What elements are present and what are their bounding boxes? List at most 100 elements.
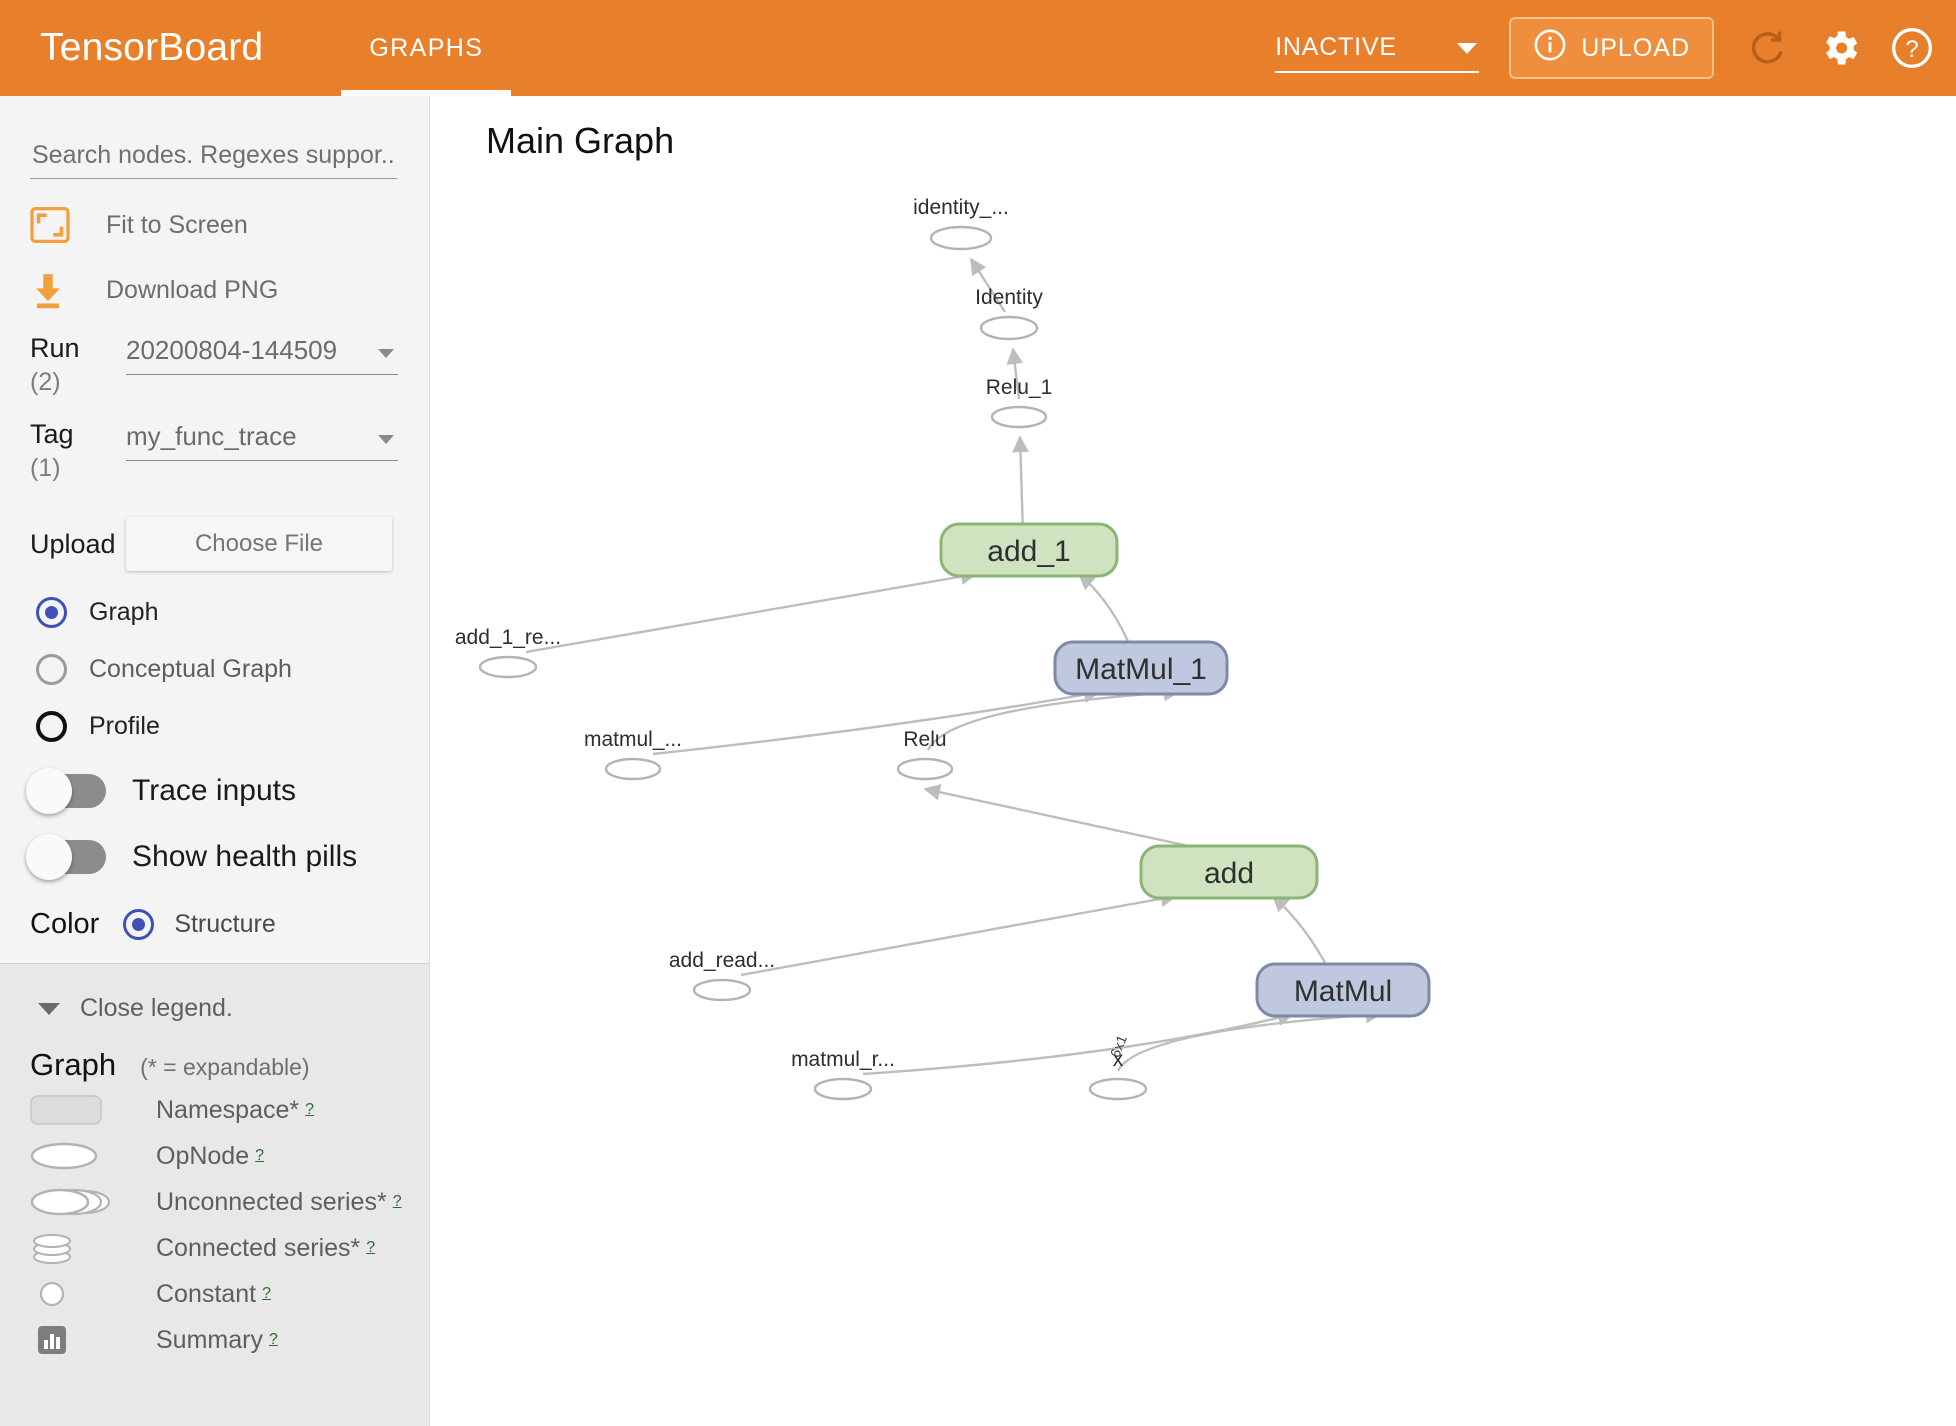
graph-box-nodes[interactable]: add_1 MatMul_1 add MatMul: [939, 522, 1431, 1018]
help-link[interactable]: ?: [392, 1193, 402, 1210]
help-link[interactable]: ?: [262, 1285, 271, 1302]
toggle-show-health-pills-switch[interactable]: [26, 834, 106, 880]
node-label: add: [1204, 857, 1254, 890]
fit-to-screen-icon: [30, 207, 84, 243]
edge-add-to-relu: [923, 783, 1222, 855]
node-add-1[interactable]: add_1: [939, 522, 1119, 578]
node-add-read[interactable]: add_read...: [669, 949, 775, 1002]
node-label: Relu: [903, 728, 946, 751]
node-identity-1[interactable]: identity_...: [913, 196, 1009, 251]
tag-value: my_func_trace: [126, 421, 297, 451]
node-relu-1[interactable]: Relu_1: [986, 376, 1053, 429]
fit-to-screen-label: Fit to Screen: [106, 210, 248, 239]
refresh-icon[interactable]: [1740, 20, 1796, 76]
constant-swatch-icon: [30, 1279, 124, 1309]
node-label: add_read...: [669, 949, 775, 972]
node-label: identity_...: [913, 196, 1009, 219]
radio-conceptual-graph[interactable]: Conceptual Graph: [36, 654, 429, 685]
radio-graph-label: Graph: [89, 598, 159, 626]
download-icon: [30, 271, 84, 309]
upload-button[interactable]: UPLOAD: [1509, 17, 1714, 79]
node-label: MatMul_1: [1075, 653, 1207, 686]
graph-svg[interactable]: identity_... Identity Relu_1 add_1_re...…: [431, 96, 1956, 1426]
close-legend-button[interactable]: Close legend.: [38, 994, 429, 1023]
chevron-down-icon: [38, 1002, 60, 1015]
run-status-value: INACTIVE: [1275, 32, 1397, 61]
node-x[interactable]: x: [1088, 1048, 1148, 1101]
edge-x-to-matmul: [1116, 1006, 1383, 1072]
node-label: add_1_re...: [455, 626, 561, 649]
help-link[interactable]: ?: [366, 1239, 376, 1256]
help-link[interactable]: ?: [255, 1147, 265, 1164]
toggle-trace-inputs-label: Trace inputs: [132, 774, 296, 807]
choose-file-button[interactable]: Choose File: [126, 517, 392, 571]
run-status-select[interactable]: INACTIVE: [1275, 23, 1480, 73]
node-label: matmul_r...: [791, 1048, 895, 1071]
edge-matmul1-to-add1: [1077, 572, 1133, 649]
run-value: 20200804-144509: [126, 335, 338, 365]
upload-button-label: UPLOAD: [1581, 33, 1690, 62]
toggle-trace-inputs-switch[interactable]: [26, 768, 106, 814]
run-count: (2): [30, 368, 61, 396]
graph-op-nodes[interactable]: identity_... Identity Relu_1 add_1_re...…: [455, 196, 1148, 1101]
chevron-down-icon: [1457, 43, 1478, 54]
graph-edge-labels: 6x1: [1107, 1032, 1130, 1059]
tag-dropdown[interactable]: my_func_trace: [126, 421, 398, 461]
edge-addread-to-add: [740, 890, 1178, 977]
node-matmul[interactable]: MatMul: [1255, 962, 1431, 1018]
tab-graphs[interactable]: GRAPHS: [341, 0, 512, 96]
radio-graph[interactable]: Graph: [36, 597, 429, 628]
legend-item-unconnected-series: Unconnected series* ?: [30, 1183, 429, 1221]
top-app-bar: TensorBoard GRAPHS INACTIVE UPLOAD ?: [0, 0, 1956, 96]
node-matmul-r[interactable]: matmul_r...: [791, 1048, 895, 1101]
toggle-show-health-pills[interactable]: Show health pills: [26, 834, 429, 880]
legend-item-label: Namespace*: [156, 1095, 300, 1124]
edge-matmul-to-add: [1271, 894, 1331, 971]
help-link[interactable]: ?: [305, 1101, 315, 1118]
legend-item-constant: Constant ?: [30, 1275, 429, 1313]
radio-profile-indicator: [36, 711, 67, 742]
search-field[interactable]: [30, 140, 397, 179]
legend-item-label: Connected series*: [156, 1233, 361, 1262]
download-png-action[interactable]: Download PNG: [30, 271, 429, 309]
opnode-swatch-icon: [30, 1141, 124, 1171]
node-relu[interactable]: Relu: [896, 728, 954, 781]
app-title: TensorBoard: [40, 26, 264, 69]
toggle-knob: [26, 768, 72, 814]
help-link[interactable]: ?: [268, 1331, 278, 1348]
unconnected-series-swatch-icon: [30, 1187, 124, 1217]
edge-identity-to-identity1: [969, 257, 1007, 313]
legend-title: Graph: [30, 1047, 117, 1082]
radio-conceptual-graph-indicator: [36, 654, 67, 685]
graph-canvas[interactable]: Main Graph identity_...: [431, 96, 1956, 1426]
download-png-label: Download PNG: [106, 275, 279, 304]
node-identity[interactable]: Identity: [975, 286, 1043, 341]
toggle-trace-inputs[interactable]: Trace inputs: [26, 768, 429, 814]
sidebar: Fit to Screen Download PNG Run (2) 20200…: [0, 96, 430, 1426]
close-legend-label: Close legend.: [80, 994, 233, 1022]
svg-text:?: ?: [1905, 36, 1918, 63]
fit-to-screen-action[interactable]: Fit to Screen: [30, 207, 429, 243]
run-dropdown[interactable]: 20200804-144509: [126, 335, 398, 375]
node-matmul-1[interactable]: MatMul_1: [1053, 640, 1229, 696]
node-add[interactable]: add: [1139, 844, 1319, 900]
radio-profile[interactable]: Profile: [36, 711, 429, 742]
tag-selector-row: Tag (1) my_func_trace: [30, 421, 429, 481]
chevron-down-icon: [378, 435, 394, 444]
help-icon[interactable]: ?: [1884, 20, 1940, 76]
toggle-knob: [26, 834, 72, 880]
legend-item-label: Unconnected series*: [156, 1187, 387, 1216]
legend-item-label: OpNode: [156, 1141, 250, 1170]
radio-structure-indicator[interactable]: [123, 909, 155, 940]
node-label: x: [1113, 1048, 1124, 1071]
gear-icon[interactable]: [1812, 20, 1868, 76]
node-add-1-read[interactable]: add_1_re...: [455, 626, 561, 679]
legend-item-connected-series: Connected series* ?: [30, 1229, 429, 1267]
node-label: MatMul: [1294, 975, 1392, 1008]
run-selector-row: Run (2) 20200804-144509: [30, 335, 429, 395]
run-label: Run (2): [30, 335, 126, 395]
search-input[interactable]: [30, 140, 397, 171]
radio-structure-label: Structure: [174, 910, 276, 938]
node-matmul-read[interactable]: matmul_...: [584, 728, 682, 781]
edge-relu-to-matmul1: [926, 684, 1181, 751]
